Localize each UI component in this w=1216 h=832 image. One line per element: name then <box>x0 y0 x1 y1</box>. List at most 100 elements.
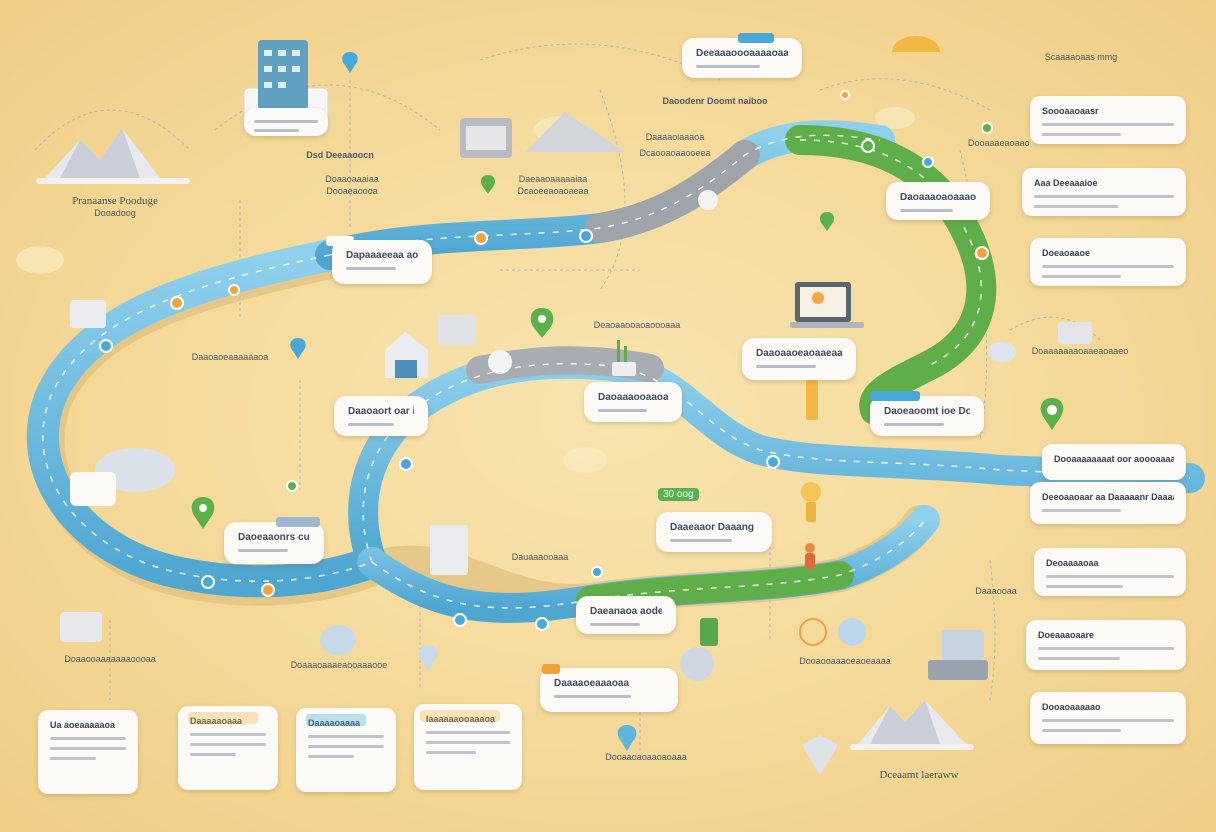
lightbulb-icon <box>801 482 821 522</box>
box-text-line <box>1038 657 1120 660</box>
robot-icon <box>698 190 718 210</box>
box-text-line <box>1042 275 1122 278</box>
card-text-line <box>348 423 395 426</box>
milestone-dot <box>981 122 993 134</box>
card-text-line <box>190 733 266 736</box>
roadmap-card[interactable]: Daaoaaoeaoaaeaaaaoaaa <box>742 338 856 380</box>
milestone-dot <box>99 339 113 353</box>
milestone-dot <box>840 90 850 100</box>
card-text-line <box>670 539 732 542</box>
dashed-arc <box>1009 316 1101 341</box>
card-text-line <box>900 209 954 212</box>
card-tag <box>276 517 320 527</box>
card-text-line <box>238 549 289 552</box>
cloud-icon <box>70 448 175 506</box>
milestone-dot <box>286 480 298 492</box>
bottom-info-card[interactable]: Daaaaaoaaa <box>178 706 278 790</box>
card-title: Daaoaaoeaoaaeaaaaoaaa <box>756 348 842 359</box>
side-info-box[interactable]: Doeaoaaoe <box>1030 238 1186 286</box>
card-tag <box>738 33 774 43</box>
box-title: Deeoaaoaar aa Daaaaanr Daaaa <box>1042 492 1174 502</box>
milestone-dot <box>861 139 875 153</box>
card-title: Ua aoeaaaaaoa <box>50 720 116 730</box>
card-text-line <box>308 735 384 738</box>
box-text-line <box>1046 585 1123 588</box>
diamond-icon <box>802 735 838 775</box>
box-text-line <box>1042 719 1174 722</box>
box-title: Soooaaoaasr <box>1042 106 1099 116</box>
milestone-dot <box>170 296 184 310</box>
box-text-line <box>1042 729 1122 732</box>
floating-label: Dooaooaaaoeaoeaaaa <box>799 656 891 666</box>
card-text-line <box>590 623 641 626</box>
bottom-info-card[interactable]: Daaaaoaaaa <box>296 708 396 792</box>
milestone-dot <box>201 575 215 589</box>
map-pin-icon <box>191 497 215 529</box>
card-text-line <box>190 743 266 746</box>
floating-label: Dauaaaooaaa <box>511 552 569 562</box>
side-info-box[interactable]: Doeaaaoaare <box>1026 620 1186 670</box>
dashed-arc <box>214 84 441 131</box>
roadmap-card[interactable]: Daoaaaooaaoaaao <box>584 382 682 422</box>
map-pin-icon <box>342 52 358 73</box>
roadmap-card[interactable]: Daaaaoeaaaoaa <box>540 664 678 712</box>
roadmap-card[interactable]: Daoeaoomt ioe Doaaoe <box>870 391 984 436</box>
map-pin-icon <box>418 645 438 671</box>
roadmap-card[interactable]: Daeanaoa aodet <box>576 596 676 634</box>
side-info-box[interactable]: Dooaaaaaaaat oor aoooaaaad <box>1042 444 1186 480</box>
box-title: Dooaaaaaaaat oor aoooaaaad <box>1054 454 1174 464</box>
dashed-arc <box>989 559 996 701</box>
floating-label: Dooaaaeaoaao <box>968 138 1030 148</box>
milestone-dot <box>535 617 549 631</box>
side-info-box[interactable]: Deoaaaaoaa <box>1034 548 1186 596</box>
bottom-right-title: Dceaamt laeraww <box>879 769 959 781</box>
roadmap-card[interactable]: Deeaaaoooaaaaoaaaeeaa <box>682 33 802 78</box>
bottom-info-card[interactable]: Iaaaaaaooaaaoa <box>414 704 522 790</box>
signpost-icon <box>806 380 818 420</box>
milestone-dot <box>579 229 593 243</box>
laptop-icon <box>790 282 864 328</box>
cloud-icon <box>563 447 607 473</box>
box-title: Dooaoaaaaao <box>1042 702 1101 712</box>
milestone-dot <box>474 231 488 245</box>
roadmap-card[interactable]: Daaoaort oar inoing <box>334 396 428 436</box>
card-tag <box>306 714 366 726</box>
duration-badge: 30 oog <box>658 488 699 501</box>
card-text-line <box>190 753 236 756</box>
globe-icon <box>680 647 714 681</box>
card-title: Daaeaaor Daaang <box>670 522 754 533</box>
side-info-box[interactable]: Deeoaaoaar aa Daaaaanr Daaaa <box>1030 482 1186 524</box>
bottom-info-card[interactable]: Ua aoeaaaaaoa <box>38 710 138 794</box>
milestone-dot <box>453 613 467 627</box>
card-title: Daaaaoaaaa <box>308 718 361 728</box>
cloud-icon <box>16 246 64 274</box>
roadmap-card[interactable]: Daaeaaor Daaang <box>656 512 772 552</box>
side-info-box[interactable]: Dooaoaaaaao <box>1030 692 1186 744</box>
card-title: Daeanaoa aodet <box>590 606 662 617</box>
tablet-note-card <box>244 108 328 136</box>
card-text-line <box>598 409 647 412</box>
bubble-icon <box>838 618 866 646</box>
side-info-box[interactable]: Soooaaoaasr <box>1030 96 1186 144</box>
card-text-line <box>50 737 126 740</box>
box-text-line <box>1034 195 1174 198</box>
roadmap-card[interactable]: Daoaaaoaoaaao <box>886 182 990 220</box>
box-text-line <box>1046 575 1174 578</box>
card-text-line <box>756 365 817 368</box>
floating-label: Dcaooaoaaooeea <box>639 148 711 158</box>
floating-label: Doaaaaaaaoaaeaoaaeo <box>1031 346 1129 356</box>
map-pin-icon <box>530 308 554 338</box>
side-info-box[interactable]: Aaa Deeaaaioe <box>1022 168 1186 216</box>
floating-label: Dcaoeeaoaoaeaa <box>517 186 589 196</box>
floating-label: Dooaeaoooa <box>326 186 378 196</box>
roadmap-card[interactable]: Daoeaaonrs cu Deoaam <box>224 517 324 564</box>
ring-icon <box>799 618 827 646</box>
document-icon <box>70 300 106 328</box>
floating-label: Doaaaoaaaeaooaaaooe <box>290 660 388 670</box>
mountain-icon <box>36 128 190 184</box>
card-tag <box>326 236 354 246</box>
card-tag <box>870 391 920 401</box>
roadmap-card[interactable]: Dapaaaeeaa aoooamng <box>326 236 432 284</box>
card-text-line <box>696 65 761 68</box>
